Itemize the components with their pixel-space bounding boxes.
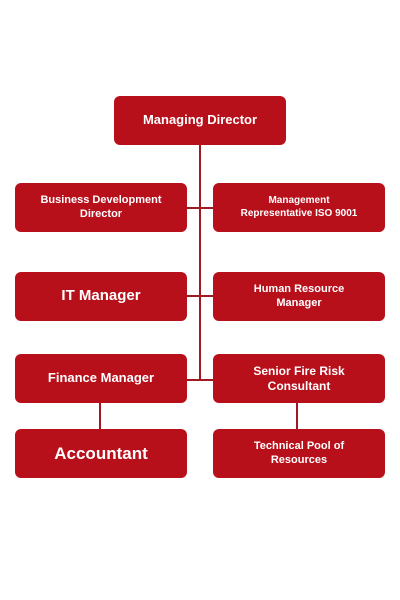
connector-senior-fire-risk: [200, 379, 214, 381]
connector-technical-pool: [296, 403, 298, 430]
connector-accountant: [99, 403, 101, 430]
senior-fire-risk-consultant-box: Senior Fire Risk Consultant: [213, 354, 385, 403]
management-representative-box: Management Representative ISO 9001: [213, 183, 385, 232]
connector-management-representative: [200, 207, 214, 209]
hr-manager-box: Human Resource Manager: [213, 272, 385, 321]
connector-business-development: [186, 207, 200, 209]
connector-hr-manager: [200, 295, 214, 297]
business-development-director-box: Business Development Director: [15, 183, 187, 232]
finance-manager-box: Finance Manager: [15, 354, 187, 403]
it-manager-box: IT Manager: [15, 272, 187, 321]
technical-pool-box: Technical Pool of Resources: [213, 429, 385, 478]
accountant-box: Accountant: [15, 429, 187, 478]
connector-it-manager: [186, 295, 200, 297]
connector-finance-manager: [186, 379, 200, 381]
managing-director-box: Managing Director: [114, 96, 286, 145]
trunk-connector: [199, 144, 201, 381]
